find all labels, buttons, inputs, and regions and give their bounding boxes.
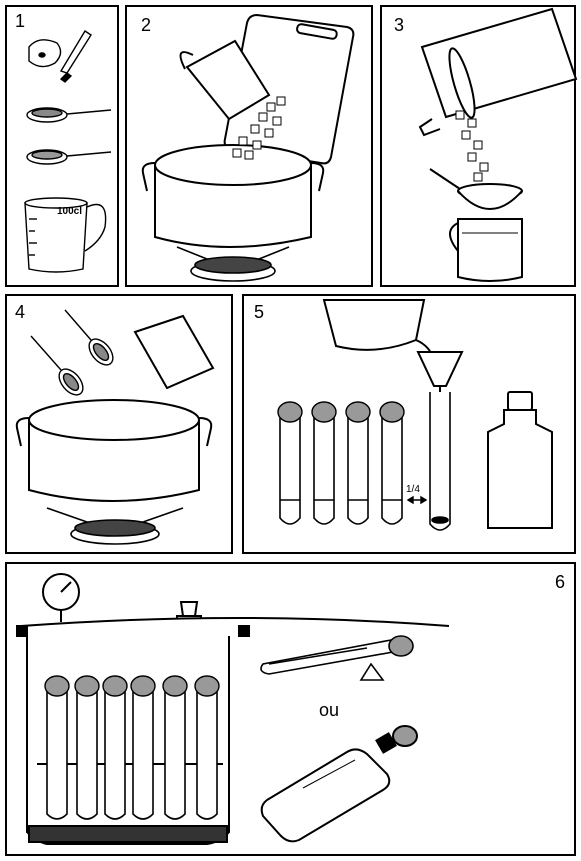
measuring-jug-icon — [179, 39, 271, 121]
panel-number: 4 — [15, 302, 26, 322]
sterilization-illustration — [16, 573, 450, 845]
pot-chopping-illustration — [141, 13, 355, 282]
spoon-grains-icon — [26, 107, 112, 123]
cooking-pot-icon — [141, 144, 325, 248]
collecting-beaker-icon — [449, 218, 523, 282]
tubes-filling-illustration — [277, 299, 553, 531]
cooking-pot-icon — [15, 399, 213, 502]
filling-tube-icon — [429, 392, 451, 531]
tilted-pot-icon — [418, 7, 578, 137]
pouring-vessel-icon — [322, 299, 435, 361]
panel-6: 6 — [5, 562, 576, 856]
panel-number: 5 — [254, 302, 265, 322]
sterilizer-tubes-icon — [46, 688, 218, 820]
spoon-grains-icon — [64, 309, 114, 366]
panel-number: 6 — [555, 572, 566, 592]
adding-ingredients-illustration — [15, 309, 215, 545]
panel-number: 2 — [141, 15, 152, 35]
panel-4: 4 — [5, 294, 233, 554]
test-tubes-icon — [279, 414, 403, 525]
culture-bottle-icon — [487, 391, 553, 529]
pressure-gauge-icon — [42, 573, 80, 622]
straining-illustration — [418, 7, 578, 282]
gas-burner-icon — [46, 507, 184, 545]
ingredients-illustration — [24, 30, 112, 273]
cotton-plug-icon — [44, 675, 220, 697]
panel-number: 1 — [15, 11, 26, 31]
double-arrow-icon — [406, 495, 428, 505]
panel-1: 1 100cl — [5, 5, 119, 287]
panel-3: 3 — [380, 5, 578, 287]
spoon-powder-icon — [30, 335, 84, 396]
panel-5: 5 — [242, 294, 576, 554]
beaker-label: 100cl — [57, 206, 83, 217]
cotton-plug-icon — [277, 401, 405, 423]
slanted-bottle-icon — [260, 725, 418, 843]
spoon-powder-icon — [26, 149, 112, 165]
gas-burner-icon — [176, 246, 290, 282]
panel-2: 2 — [125, 5, 373, 287]
colander-icon — [429, 168, 523, 210]
slanted-tube-icon — [260, 635, 414, 681]
or-label: ou — [319, 700, 340, 720]
measuring-beaker-icon — [24, 197, 107, 273]
panel-number: 3 — [394, 15, 405, 35]
knife-icon — [59, 30, 92, 83]
fraction-label: 1/4 — [406, 484, 420, 495]
potato-cubes-icon — [455, 110, 489, 182]
potato-cubes-icon — [232, 96, 286, 160]
potato-icon — [28, 39, 62, 68]
